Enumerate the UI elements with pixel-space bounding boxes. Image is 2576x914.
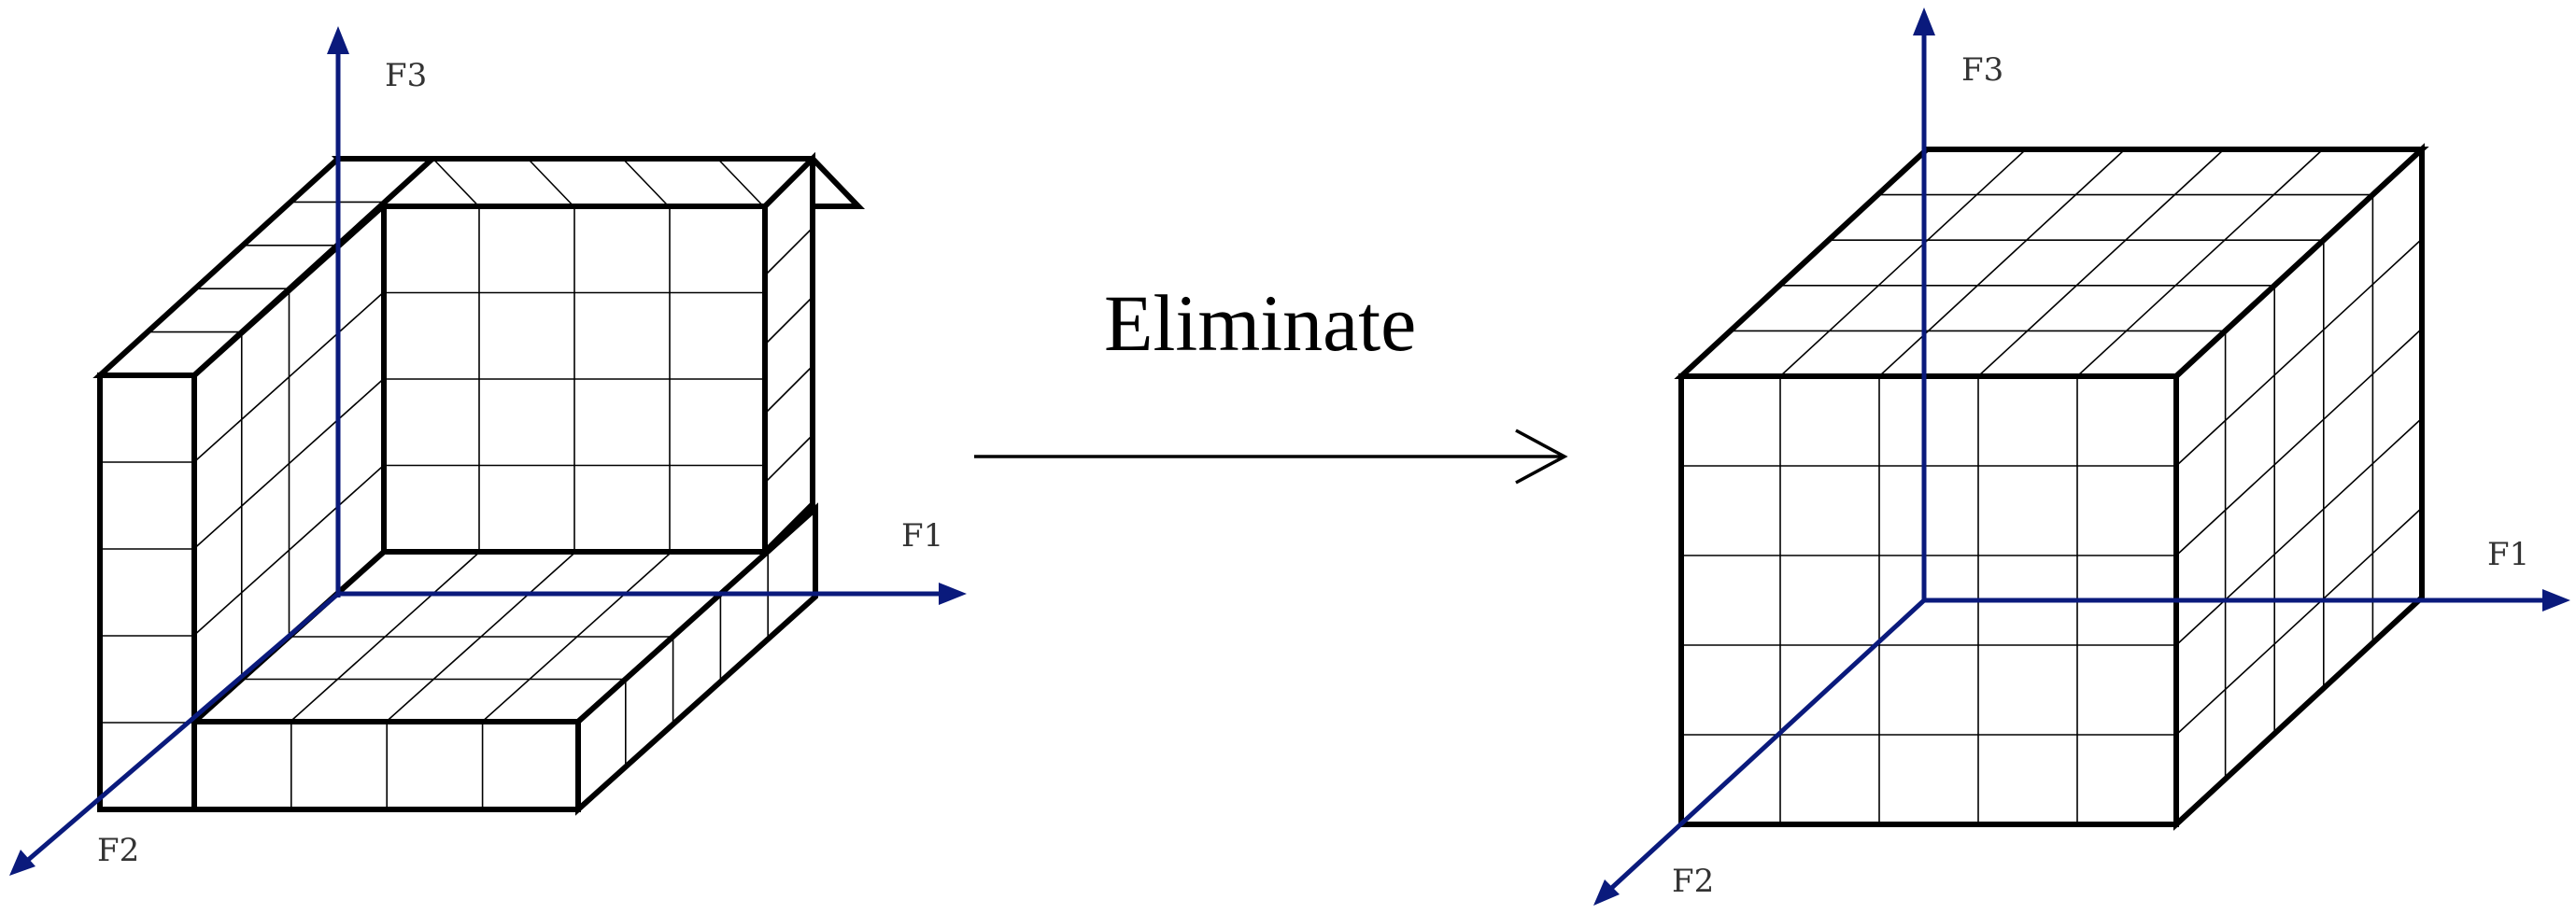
back-slab-right-face-fill [765,159,813,552]
back-slab-top-face-grid-line [527,158,574,207]
back-slab-right-face-grid-line [764,227,814,276]
side-slab-top-face-fill [100,159,432,375]
back-slab [331,151,866,559]
axis-f1-arrowhead [939,583,967,605]
right-axes [1593,7,2570,906]
right-axis-f3-label: F3 [1961,51,2003,89]
axis-f3-arrowhead [1913,7,1935,35]
cube-top-face-grid-line [2076,148,2324,377]
back-slab-top-face-grid-line [716,158,764,207]
cube-right-face-grid-line [2175,328,2423,556]
side-slab-inner-face-grid-line [193,377,385,550]
side-slab-front-face-outline [97,373,197,812]
cube-top-face-grid-line [1779,148,2027,377]
axis-f1-arrowhead [2542,589,2570,612]
back-slab-right-face-grid-line [764,296,814,345]
axis-f2-line [1603,598,1926,896]
right-axis-f1-label: F1 [2487,536,2529,573]
back-slab-right-face-grid-line [764,434,814,484]
axis-f3-arrowhead [327,26,349,54]
cube-front-face-outline [1678,373,2179,827]
left-axes [9,26,967,876]
back-slab-top-face-grid-line [622,158,670,207]
right-axis-f2-label: F2 [1672,863,1714,900]
axis-f2-arrowhead [9,850,35,876]
transition: Eliminate [974,278,1568,485]
back-slab-top-face-grid-line [432,158,480,207]
complete-tensor-cube: F3 F1 F2 [1593,7,2570,906]
cube-right-face-fill [2176,149,2422,824]
left-axis-f1-label: F1 [901,517,943,555]
cube-right-face-grid-line [2175,417,2423,646]
eliminate-label: Eliminate [1104,278,1416,368]
axis-f2-line [19,592,340,868]
side-slab-inner-face-grid-line [193,464,385,636]
axis-f2-arrowhead [1593,879,1620,906]
incomplete-tensor-l-shape: F3 F1 F2 [9,26,967,876]
cube-right-face-grid-line [2175,238,2423,467]
bottom-slab-right-face-fill [578,509,815,809]
transition-arrow-head [1515,429,1568,485]
cube-right-face-grid-line [2175,507,2423,736]
cube-top-face-grid-line [1878,148,2126,377]
side-slab-front-face-fill [100,375,194,809]
cube-top-face-grid-line [1977,148,2225,377]
side-slab-inner-face-grid-line [193,291,385,463]
left-axis-f3-label: F3 [385,57,427,94]
bottom-slab-front-face-fill [100,722,578,809]
left-axis-f2-label: F2 [97,832,139,869]
back-slab-right-face-grid-line [764,365,814,415]
